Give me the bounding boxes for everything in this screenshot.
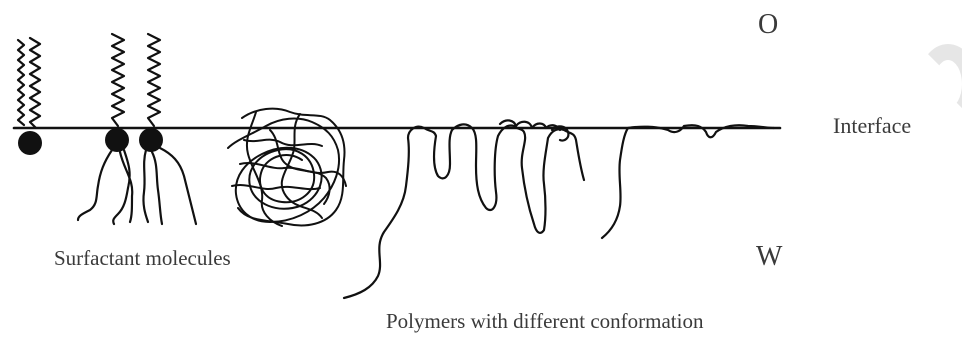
polymer-strand (143, 150, 148, 222)
phase-label-oil: O (758, 11, 778, 39)
polymer-strand (113, 150, 129, 224)
surfactant-tail-wave (18, 40, 24, 125)
polymer-chain-flat (602, 125, 774, 238)
surfactant-tail-wave (30, 38, 40, 128)
surfactant-molecule (18, 38, 42, 155)
polymer-strand (152, 152, 162, 224)
polymer-coil (228, 109, 346, 226)
surfactant-tail-wave (148, 34, 160, 126)
surfactant-label: Surfactant molecules (54, 248, 231, 269)
surfactant-head (105, 128, 129, 152)
polymer-label: Polymers with different conformation (386, 311, 703, 332)
polymer-strand (160, 148, 196, 224)
polymer-strand (120, 152, 132, 222)
polymer-chain-loops-tails (344, 124, 584, 298)
surfactant-tail-wave (112, 34, 124, 126)
phase-label-water: W (756, 243, 782, 271)
polymer-strand (78, 150, 112, 220)
surfactant-head (18, 131, 42, 155)
interface-label: Interface (833, 115, 911, 137)
